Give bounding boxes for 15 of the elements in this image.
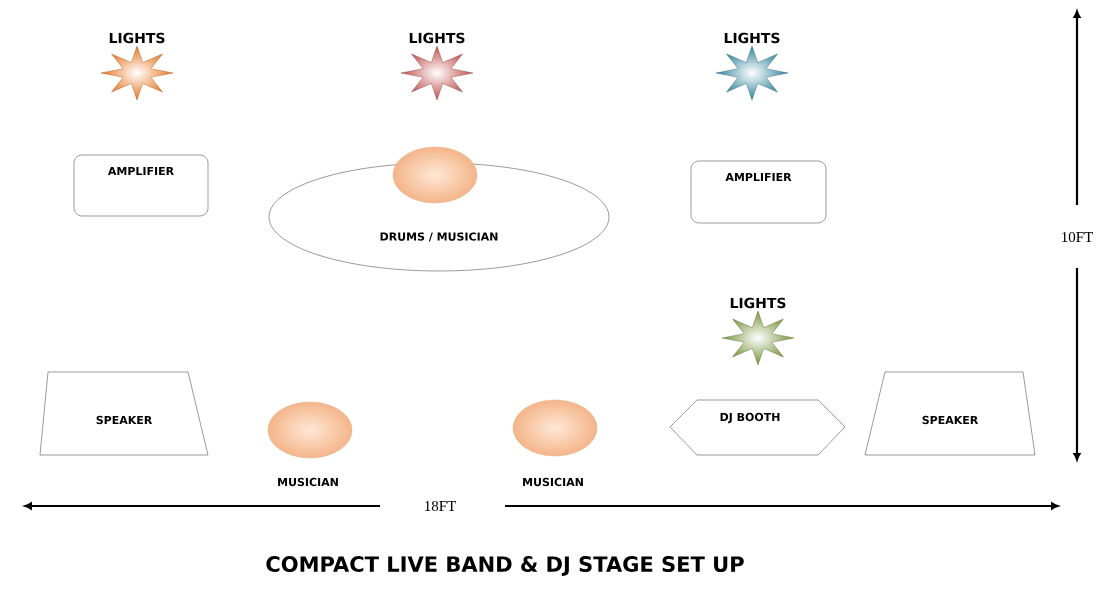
equipment-box: AMPLIFIER xyxy=(73,154,209,217)
lights-label: LIGHTS xyxy=(724,32,780,44)
dimension-label: 18FT xyxy=(425,500,456,512)
speaker: SPEAKER xyxy=(864,371,1036,456)
speaker: SPEAKER xyxy=(39,371,209,456)
lights-label: LIGHTS xyxy=(109,32,165,44)
musician-label: MUSICIAN xyxy=(278,477,338,487)
dj-booth: DJ BOOTH xyxy=(669,399,846,456)
title: COMPACT LIVE BAND & DJ STAGE SET UP xyxy=(266,556,744,576)
dimension-label: 10FT xyxy=(1062,231,1093,243)
lights-label: LIGHTS xyxy=(730,297,786,309)
musician-label: MUSICIAN xyxy=(523,477,583,487)
lights-label: LIGHTS xyxy=(409,32,465,44)
drum-area: DRUMS / MUSICIAN xyxy=(268,162,610,272)
equipment-box: AMPLIFIER xyxy=(690,160,827,224)
